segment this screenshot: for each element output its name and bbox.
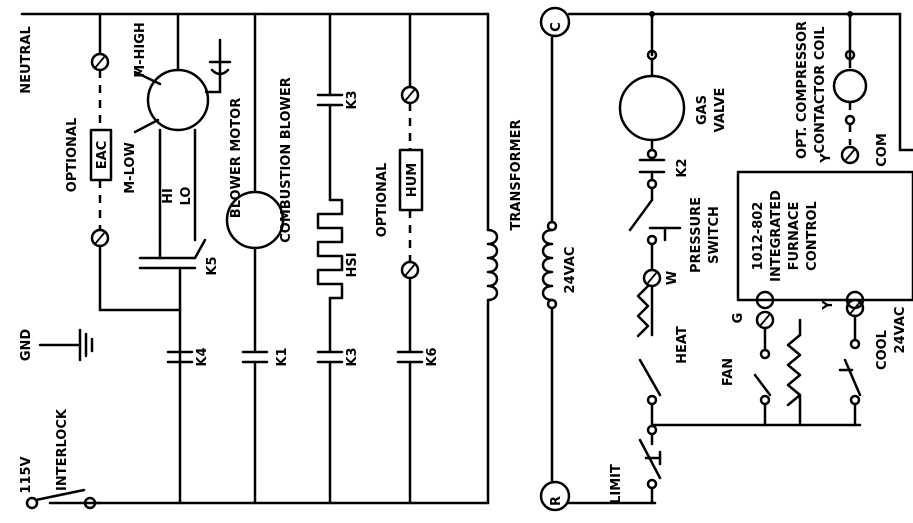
label-lo: LO (179, 187, 194, 206)
label-gas-valve-1: GAS (695, 95, 710, 125)
label-y-top: Y (819, 153, 834, 164)
label-control-1: 1012-802 (751, 202, 766, 271)
labels: NEUTRAL OPTIONAL EAC M-HIGH M-LOW HI LO … (19, 21, 908, 506)
eac-branch (89, 12, 182, 312)
low-voltage-circuit (567, 11, 913, 505)
label-pressure: PRESSURE (689, 197, 704, 273)
label-transformer: TRANSFORMER (509, 120, 524, 231)
label-com: COM (875, 133, 890, 167)
label-24vac-right: 24VAC (893, 307, 908, 354)
label-g: G (731, 313, 746, 324)
blower-motor (133, 12, 232, 505)
line-voltage-circuit (20, 12, 490, 510)
label-optional-hum: OPTIONAL (375, 163, 390, 238)
label-c-terminal: C (549, 22, 564, 32)
label-optional-eac: OPTIONAL (65, 118, 80, 193)
label-w: W (665, 271, 680, 285)
label-contactor-coil: CONTACTOR COIL (813, 26, 828, 153)
label-limit: LIMIT (609, 464, 624, 504)
label-control-3: FURNACE (787, 202, 802, 271)
label-k3: K3 (345, 347, 360, 366)
hsi-element (316, 198, 344, 300)
transformer (486, 6, 571, 512)
label-k5: K5 (205, 256, 220, 275)
label-k1: K1 (275, 347, 290, 366)
label-k6: K6 (425, 347, 440, 366)
hsi-branch (316, 12, 344, 505)
label-m-high: M-HIGH (133, 22, 148, 78)
hum-branch (396, 12, 424, 505)
label-eac: EAC (95, 141, 110, 169)
label-blower-motor: BLOWER MOTOR (229, 98, 244, 218)
secondary-coil (541, 228, 554, 302)
label-combustion-blower: COMBUSTION BLOWER (279, 77, 294, 243)
interlock-switch-blade (34, 488, 86, 502)
label-hum: HUM (405, 163, 420, 197)
combustion-blower-branch (225, 12, 285, 505)
label-m-low: M-LOW (123, 142, 138, 194)
gas-valve-symbol (618, 74, 686, 142)
label-115v: 115V (19, 456, 34, 493)
r-terminal (539, 480, 571, 512)
label-hi: HI (161, 188, 176, 204)
compressor-contactor-coil (832, 68, 868, 104)
label-k3-top: K3 (345, 90, 360, 109)
primary-coil (486, 228, 499, 302)
label-hsi: HSI (345, 252, 360, 277)
pressure-switch-blade (628, 198, 654, 232)
label-y-bottom: Y (821, 300, 836, 311)
interlock-terminal-left (25, 496, 39, 510)
label-24vac: 24VAC (563, 247, 578, 294)
label-gnd: GND (19, 329, 34, 362)
integrated-furnace-control-box (736, 170, 913, 302)
label-neutral: NEUTRAL (19, 26, 34, 94)
ground-symbol (38, 328, 94, 362)
label-interlock: INTERLOCK (55, 408, 70, 491)
c-terminal (539, 6, 571, 38)
label-heat: HEAT (675, 326, 690, 364)
label-cool: COOL (875, 330, 890, 370)
heat-anticipator (636, 284, 650, 338)
label-k4: K4 (195, 347, 210, 366)
label-control-2: INTEGRATED (769, 190, 784, 282)
y-terminal-top (840, 145, 860, 165)
fan-switch (753, 373, 772, 397)
label-k2: K2 (675, 158, 690, 177)
heat-switch (638, 358, 662, 397)
label-gas-valve-2: VALVE (713, 88, 728, 133)
label-r-terminal: R (549, 496, 564, 506)
label-opt-compressor: OPT. COMPRESSOR (795, 21, 810, 159)
label-switch: SWITCH (707, 206, 722, 264)
cool-switch (843, 358, 862, 397)
label-control-4: CONTROL (805, 201, 820, 271)
cool-anticipator (786, 333, 802, 407)
label-fan: FAN (721, 358, 736, 386)
